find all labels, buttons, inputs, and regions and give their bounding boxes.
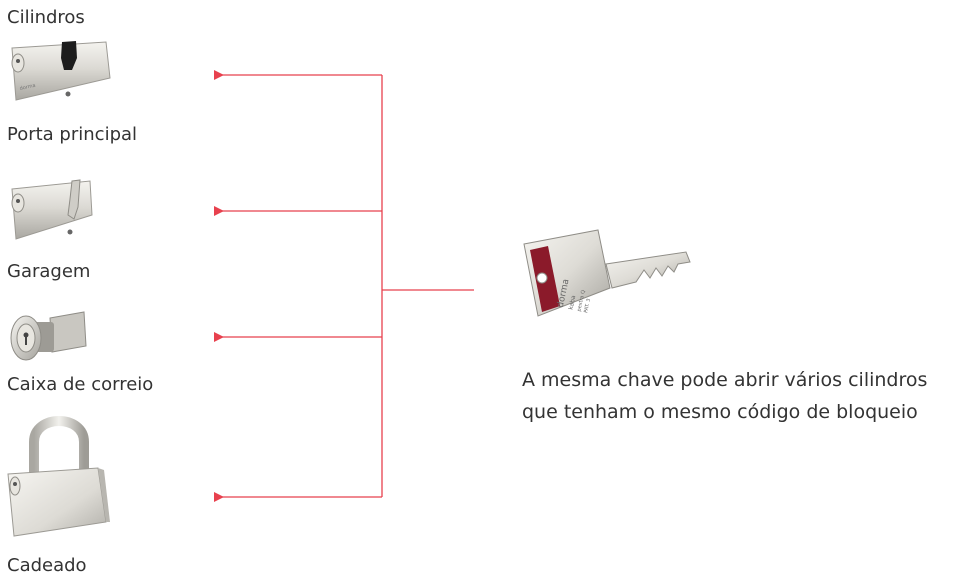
- item-label-porta-principal: Porta principal: [7, 124, 138, 145]
- key-caption-line-1: A mesma chave pode abrir vários cilindro…: [522, 369, 928, 391]
- svg-text:dorma: dorma: [19, 83, 36, 92]
- key-icon: dorma kaba pextra Q PAT. 3: [518, 228, 698, 326]
- key-caption: A mesma chave pode abrir vários cilindro…: [522, 364, 927, 428]
- item-label-cadeado: Cadeado: [7, 555, 87, 576]
- section-title: Cilindros: [7, 7, 85, 28]
- key-brand-text-3: pextra Q: [576, 290, 586, 313]
- key-brand-text-4: PAT. 3: [583, 298, 592, 313]
- item-label-garagem: Garagem: [7, 261, 91, 282]
- padlock-icon: [6, 412, 110, 542]
- half-cylinder-lock-icon: [6, 177, 96, 247]
- key-caption-line-2: que tenham o mesmo código de bloqueio: [522, 401, 918, 423]
- cam-lock-icon: [6, 308, 96, 368]
- item-label-caixa-de-correio: Caixa de correio: [7, 374, 154, 395]
- key-brand-text-2: kaba: [568, 294, 578, 310]
- euro-cylinder-lock-icon: dorma: [6, 38, 112, 108]
